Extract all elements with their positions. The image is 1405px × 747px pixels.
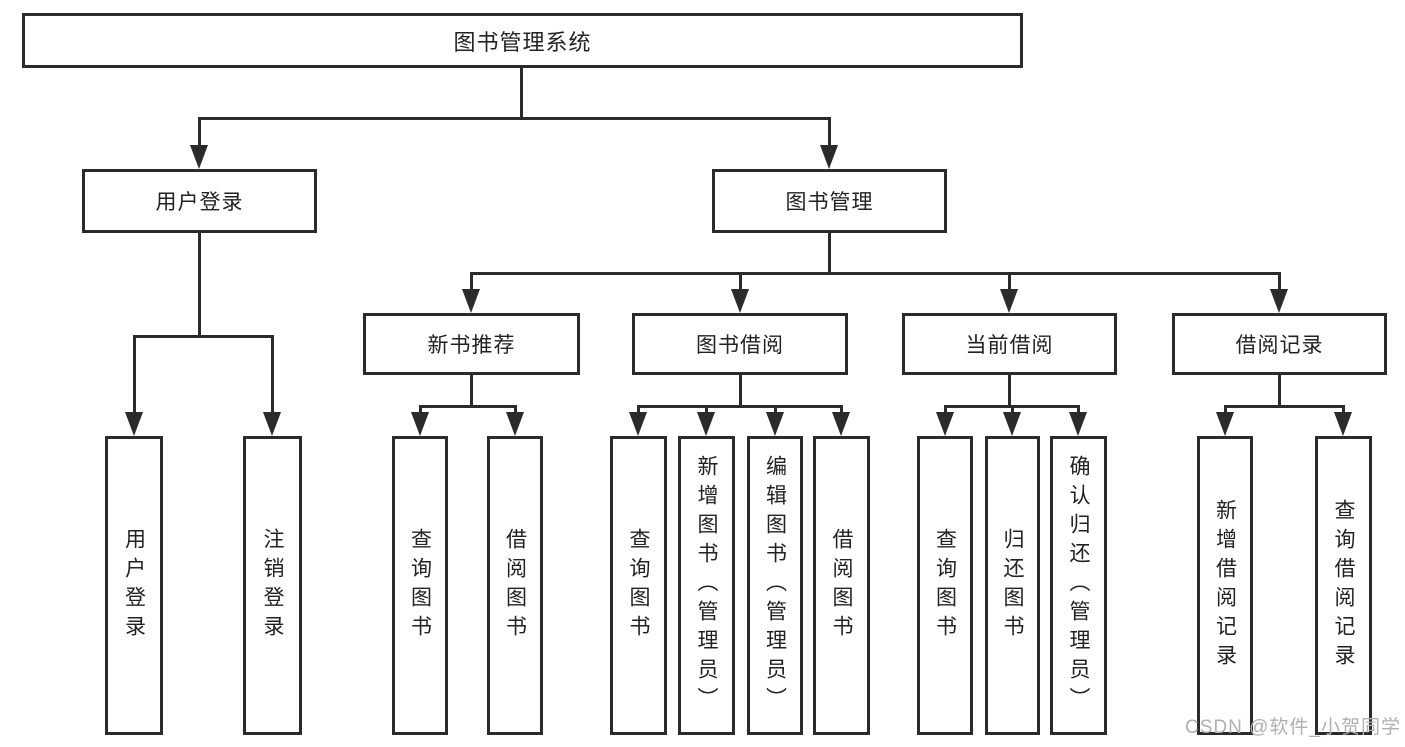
arrowhead-icon: [1069, 412, 1087, 436]
connector-line: [198, 233, 201, 338]
connector-line: [1008, 375, 1011, 408]
arrowhead-icon: [411, 412, 429, 436]
arrowhead-icon: [766, 412, 784, 436]
arrowhead-icon: [506, 412, 524, 436]
arrowhead-icon: [125, 412, 143, 436]
arrowhead-icon: [1003, 412, 1021, 436]
leaf-add-books-admin: 新增图书（管理员）: [678, 436, 735, 735]
leaf-edit-books-admin: 编辑图书（管理员）: [747, 436, 803, 735]
connector-line: [1342, 405, 1345, 416]
leaf-logout: 注销登录: [243, 436, 302, 735]
connector-line: [1278, 375, 1281, 408]
node-borrow-records: 借阅记录: [1172, 313, 1387, 375]
arrowhead-icon: [1216, 412, 1234, 436]
connector-line: [828, 233, 831, 275]
connector-line: [419, 405, 517, 408]
leaf-borrow-books: 借阅图书: [813, 436, 870, 735]
connector-line: [470, 272, 1281, 275]
connector-line: [133, 335, 136, 416]
connector-line: [1224, 405, 1344, 408]
arrowhead-icon: [190, 145, 208, 169]
arrowhead-icon: [936, 412, 954, 436]
connector-line: [840, 405, 843, 416]
leaf-borrow-books-recommend: 借阅图书: [487, 436, 543, 735]
leaf-user-login: 用户登录: [105, 436, 163, 735]
connector-line: [739, 272, 742, 296]
leaf-query-borrow-record: 查询借阅记录: [1315, 436, 1372, 735]
node-user-login: 用户登录: [82, 169, 317, 233]
arrowhead-icon: [629, 412, 647, 436]
arrowhead-icon: [1270, 289, 1288, 313]
node-library-system: 图书管理系统: [22, 13, 1023, 68]
connector-line: [271, 335, 274, 416]
connector-line: [514, 405, 517, 416]
connector-line: [1077, 405, 1080, 416]
leaf-add-borrow-record: 新增借阅记录: [1197, 436, 1253, 735]
connector-line: [470, 375, 473, 408]
csdn-watermark: CSDN @软件_小贺同学: [1185, 717, 1401, 738]
node-book-borrow: 图书借阅: [632, 313, 848, 375]
arrowhead-icon: [731, 289, 749, 313]
leaf-confirm-return-admin: 确认归还（管理员）: [1050, 436, 1107, 735]
connector-line: [419, 405, 422, 416]
connector-line: [774, 405, 777, 416]
leaf-query-books-recommend: 查询图书: [392, 436, 448, 735]
arrowhead-icon: [263, 412, 281, 436]
connector-line: [133, 335, 274, 338]
node-book-management: 图书管理: [712, 169, 947, 233]
node-current-borrow: 当前借阅: [902, 313, 1117, 375]
connector-line: [637, 405, 842, 408]
connector-line: [198, 117, 831, 120]
arrowhead-icon: [462, 289, 480, 313]
connector-line: [1011, 405, 1014, 416]
connector-line: [637, 405, 640, 416]
leaf-return-books: 归还图书: [985, 436, 1040, 735]
node-new-book-recommend: 新书推荐: [363, 313, 580, 375]
arrowhead-icon: [820, 145, 838, 169]
connector-line: [739, 375, 742, 408]
connector-line: [828, 117, 831, 151]
arrowhead-icon: [697, 412, 715, 436]
arrowhead-icon: [1334, 412, 1352, 436]
connector-line: [470, 272, 473, 296]
leaf-query-books-borrow: 查询图书: [610, 436, 667, 735]
connector-line: [198, 117, 201, 151]
connector-line: [1224, 405, 1227, 416]
connector-line: [944, 405, 947, 416]
connector-line: [705, 405, 708, 416]
arrowhead-icon: [832, 412, 850, 436]
connector-line: [1008, 272, 1011, 296]
connector-line: [520, 68, 523, 120]
connector-line: [1278, 272, 1281, 296]
arrowhead-icon: [1000, 289, 1018, 313]
leaf-query-books-current: 查询图书: [917, 436, 973, 735]
